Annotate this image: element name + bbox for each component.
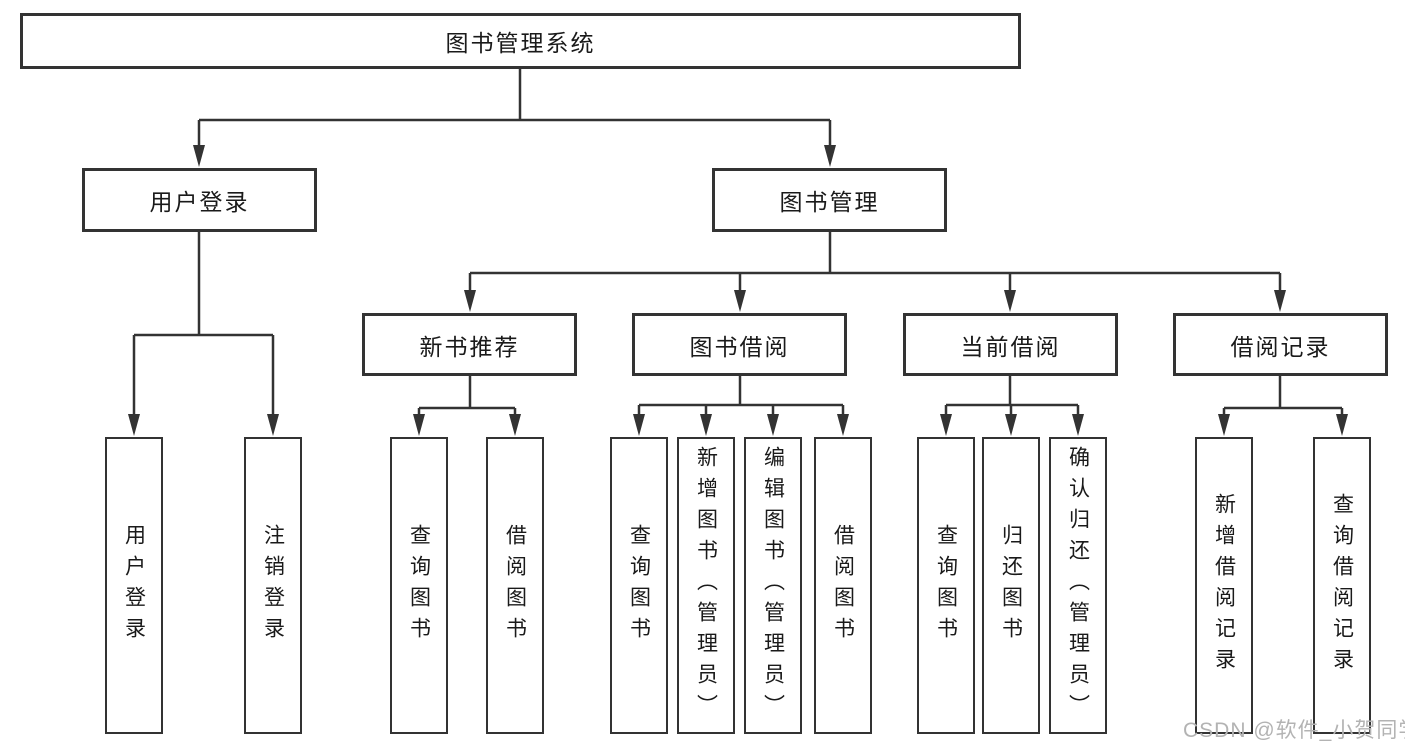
connector-new-book-to-leaves <box>413 376 521 436</box>
connector-current-borrowing-to-leaves <box>940 376 1084 436</box>
connector-borrowing-records-to-leaves <box>1218 376 1348 436</box>
leaf-query-books-current-label: 查询图书 <box>934 523 958 648</box>
leaf-confirm-return-admin: 确认归还（管理员） <box>1049 437 1107 734</box>
leaf-confirm-return-admin-label: 确认归还（管理员） <box>1066 446 1090 725</box>
leaf-user-login-label: 用户登录 <box>122 523 146 648</box>
leaf-query-books-recommend-label: 查询图书 <box>407 523 431 648</box>
leaf-add-book-admin: 新增图书（管理员） <box>677 437 735 734</box>
node-borrowing-records: 借阅记录 <box>1173 313 1388 376</box>
leaf-return-book: 归还图书 <box>982 437 1040 734</box>
leaf-add-book-admin-label: 新增图书（管理员） <box>694 446 718 725</box>
csdn-watermark: CSDN @软件_小贺同学 <box>1183 719 1405 742</box>
leaf-add-borrow-record-label: 新增借阅记录 <box>1212 492 1236 679</box>
leaf-borrow-books-borrowing-label: 借阅图书 <box>831 523 855 648</box>
node-library-management-system: 图书管理系统 <box>20 13 1021 69</box>
connector-user-login-to-leaves <box>128 232 279 436</box>
node-book-management: 图书管理 <box>712 168 947 232</box>
connector-book-management-to-level3 <box>464 232 1286 312</box>
leaf-query-books-borrowing-label: 查询图书 <box>627 523 651 648</box>
leaf-edit-book-admin: 编辑图书（管理员） <box>744 437 802 734</box>
connector-book-borrowing-to-leaves <box>633 376 849 436</box>
leaf-user-login: 用户登录 <box>105 437 163 734</box>
leaf-borrow-books-recommend: 借阅图书 <box>486 437 544 734</box>
leaf-add-borrow-record: 新增借阅记录 <box>1195 437 1253 734</box>
node-current-borrowing: 当前借阅 <box>903 313 1118 376</box>
leaf-query-books-current: 查询图书 <box>917 437 975 734</box>
leaf-edit-book-admin-label: 编辑图书（管理员） <box>761 446 785 725</box>
node-new-book-recommendation: 新书推荐 <box>362 313 577 376</box>
leaf-borrow-books-recommend-label: 借阅图书 <box>503 523 527 648</box>
connector-root-to-level2 <box>193 69 836 167</box>
leaf-query-books-borrowing: 查询图书 <box>610 437 668 734</box>
leaf-query-borrow-record: 查询借阅记录 <box>1313 437 1371 734</box>
node-book-borrowing: 图书借阅 <box>632 313 847 376</box>
node-user-login: 用户登录 <box>82 168 317 232</box>
leaf-query-books-recommend: 查询图书 <box>390 437 448 734</box>
leaf-query-borrow-record-label: 查询借阅记录 <box>1330 492 1354 679</box>
leaf-logout: 注销登录 <box>244 437 302 734</box>
leaf-borrow-books-borrowing: 借阅图书 <box>814 437 872 734</box>
leaf-return-book-label: 归还图书 <box>999 523 1023 648</box>
leaf-logout-label: 注销登录 <box>261 523 285 648</box>
